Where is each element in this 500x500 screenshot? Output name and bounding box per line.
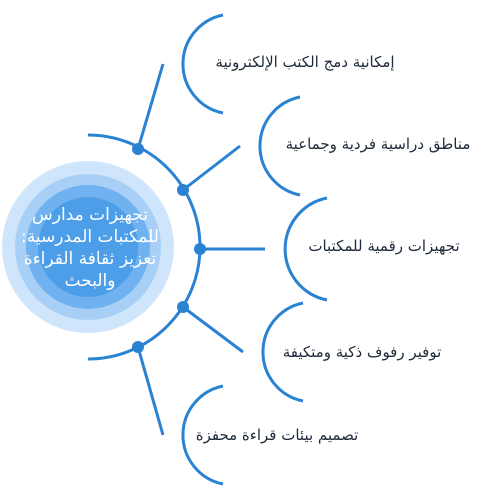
- item-label-ebooks: إمكانية دمج الكتب الإلكترونية: [215, 53, 395, 71]
- dot-digital-equipment: [194, 243, 206, 255]
- connector-study-areas: [182, 144, 241, 192]
- center-circle-core: [38, 197, 138, 297]
- arc-digital-equipment: [283, 196, 328, 302]
- arc-study-areas: [258, 95, 301, 197]
- item-label-digital-equipment: تجهيزات رقمية للمكتبات: [308, 237, 460, 255]
- branches: [136, 13, 328, 486]
- connector-reading-environments: [136, 346, 165, 436]
- connector-smart-shelves: [182, 305, 244, 354]
- item-label-reading-environments: تصميم بيئات قراءة محفزة: [195, 426, 359, 444]
- center-circle: [2, 161, 174, 333]
- dot-reading-environments: [132, 341, 144, 353]
- center-title: تجهيزات مدارس للمكتبات المدرسية: تعزيز ث…: [21, 205, 159, 291]
- item-label-smart-shelves: توفير رفوف ذكية ومتكيفة: [282, 343, 442, 361]
- arc-reading-environments: [181, 384, 224, 486]
- dot-ebooks: [132, 143, 144, 155]
- arc-ebooks: [181, 13, 224, 115]
- dot-study-areas: [177, 184, 189, 196]
- connector-ebooks: [136, 63, 165, 150]
- branch-dots: [132, 143, 206, 353]
- item-label-study-areas: مناطق دراسية فردية وجماعية: [285, 135, 471, 153]
- dot-smart-shelves: [177, 301, 189, 313]
- arc-smart-shelves: [261, 301, 304, 403]
